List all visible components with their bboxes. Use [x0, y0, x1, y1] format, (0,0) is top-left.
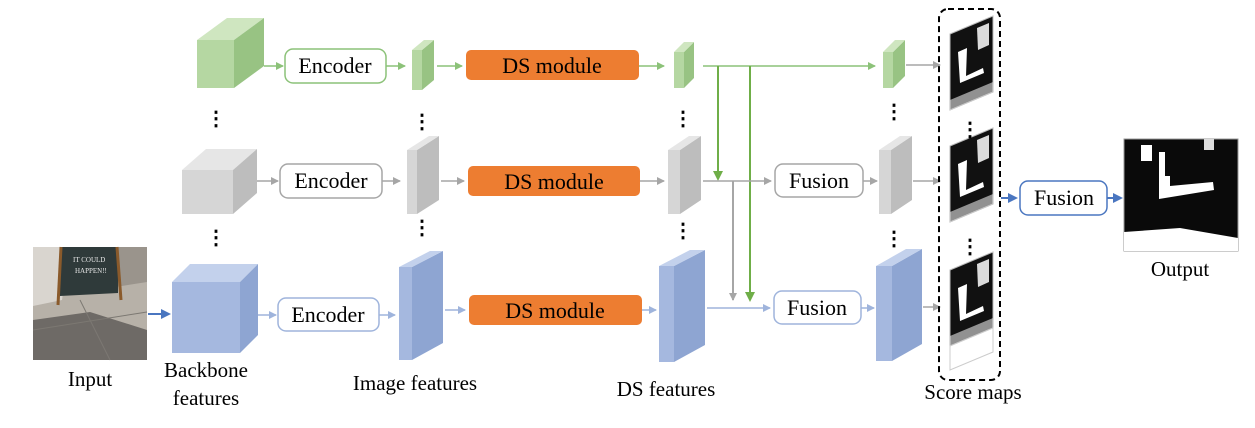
ds-module-label-green: DS module: [502, 53, 602, 78]
encoder-label-green: Encoder: [298, 53, 372, 78]
input-caption: Input: [68, 367, 112, 391]
ds-module-label-gray: DS module: [504, 169, 604, 194]
encoder-box-blue: Encoder: [277, 297, 380, 332]
ds-module-label-blue: DS module: [505, 298, 605, 323]
fused-feature-green: [883, 40, 905, 88]
ds-features-caption: DS features: [617, 377, 716, 401]
backbone-cube-gray: [182, 149, 257, 214]
image-features-caption: Image features: [353, 371, 477, 395]
ellipsis-ds-bottom: ⋮: [673, 220, 693, 242]
input-image: IT COULD HAPPEN!!: [32, 246, 148, 361]
encoder-box-gray: Encoder: [279, 163, 383, 199]
output-caption: Output: [1151, 257, 1210, 281]
image-feature-green: [412, 40, 434, 90]
backbone-caption-line2: features: [173, 386, 239, 410]
backbone-cube-green: [197, 18, 264, 88]
fused-feature-blue: [876, 249, 922, 361]
fusion-label-final: Fusion: [1034, 185, 1094, 210]
ellipsis-fused-top: ⋮: [884, 101, 904, 123]
ellipsis-image-top: ⋮: [412, 111, 432, 133]
score-map-bottom: [949, 251, 994, 371]
fusion-label-gray: Fusion: [789, 168, 849, 193]
ellipsis-ds-top: ⋮: [673, 108, 693, 130]
chalk-text-line1: IT COULD: [73, 256, 105, 264]
ds-feature-gray: [668, 136, 701, 214]
ellipsis-fused-bottom: ⋮: [884, 228, 904, 250]
ds-feature-blue: [659, 250, 705, 362]
ds-feature-green: [674, 42, 694, 88]
output-map: [1123, 138, 1239, 252]
backbone-caption-line1: Backbone: [164, 358, 248, 382]
fusion-box-blue: Fusion: [773, 290, 862, 325]
image-feature-gray: [407, 136, 439, 214]
ellipsis-score-bottom: ⋮: [960, 236, 980, 258]
fusion-label-blue: Fusion: [787, 295, 847, 320]
encoder-label-gray: Encoder: [294, 168, 368, 193]
score-maps-dashed-frame: [938, 8, 1001, 381]
fusion-box-gray: Fusion: [774, 163, 864, 198]
ellipsis-backbone-top: ⋮: [206, 108, 226, 130]
ellipsis-backbone-bottom: ⋮: [206, 227, 226, 249]
score-map-top: [949, 15, 994, 111]
fused-feature-gray: [879, 136, 912, 214]
chalk-text-line2: HAPPEN!!: [75, 267, 107, 275]
fusion-box-final: Fusion: [1019, 180, 1108, 216]
backbone-cube-blue: [172, 264, 258, 353]
ellipsis-image-bottom: ⋮: [412, 217, 432, 239]
score-map-middle: [949, 127, 994, 223]
ds-module-gray-row: DS module: [468, 166, 640, 196]
encoder-box-green: Encoder: [284, 48, 387, 84]
ds-module-green-row: DS module: [466, 50, 639, 80]
ellipsis-score-top: ⋮: [960, 119, 980, 141]
score-maps-caption: Score maps: [924, 380, 1021, 404]
ds-module-blue-row: DS module: [469, 295, 642, 325]
encoder-label-blue: Encoder: [291, 302, 365, 327]
image-feature-blue: [399, 251, 443, 360]
